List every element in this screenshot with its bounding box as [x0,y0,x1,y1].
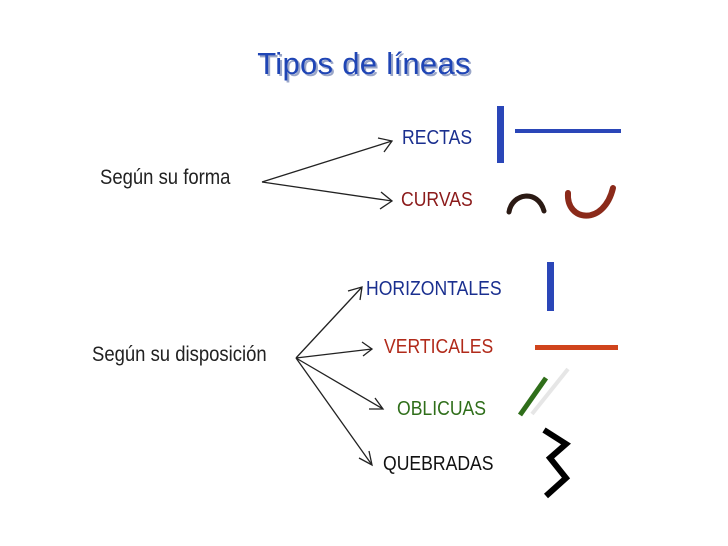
arrow-to-curvas [261,181,393,202]
arrowhead-quebradas [358,450,373,467]
item-quebradas: QUEBRADAS [383,453,494,475]
arrow-to-quebradas [295,357,373,466]
arrowhead-curvas [379,191,394,210]
arrowhead-horizontales [347,286,363,301]
item-rectas: RECTAS [402,127,473,149]
quebradas-sample-line [542,427,571,499]
arrowhead-rectas [377,137,394,153]
group-label-forma: Según su forma [100,166,231,189]
item-curvas: CURVAS [401,189,473,211]
arrow-to-verticales [295,348,373,359]
oblicuas-sample-line [517,376,549,417]
arrowhead-oblicuas [369,397,385,410]
arrow-to-horizontales [295,286,363,359]
curvas-cup-sample [564,185,616,219]
item-oblicuas: OBLICUAS [397,398,487,420]
forma-arrows [261,137,394,210]
group-label-disposicion: Según su disposición [92,343,267,366]
arrow-to-oblicuas [295,357,384,410]
disposicion-arrows [295,286,385,467]
horizontales-sample-line [547,262,554,311]
arrowhead-verticales [361,341,374,357]
verticales-sample-line [535,345,618,350]
curvas-arch-sample [506,193,547,215]
item-horizontales: HORIZONTALES [366,278,502,300]
item-verticales: VERTICALES [384,336,494,358]
oblicuas-sample-shadow [530,367,570,416]
rectas-horizontal-sample [515,129,621,133]
arrow-to-rectas [261,140,393,183]
rectas-vertical-sample [497,106,504,163]
slide-title: Tipos de líneas [257,46,471,81]
